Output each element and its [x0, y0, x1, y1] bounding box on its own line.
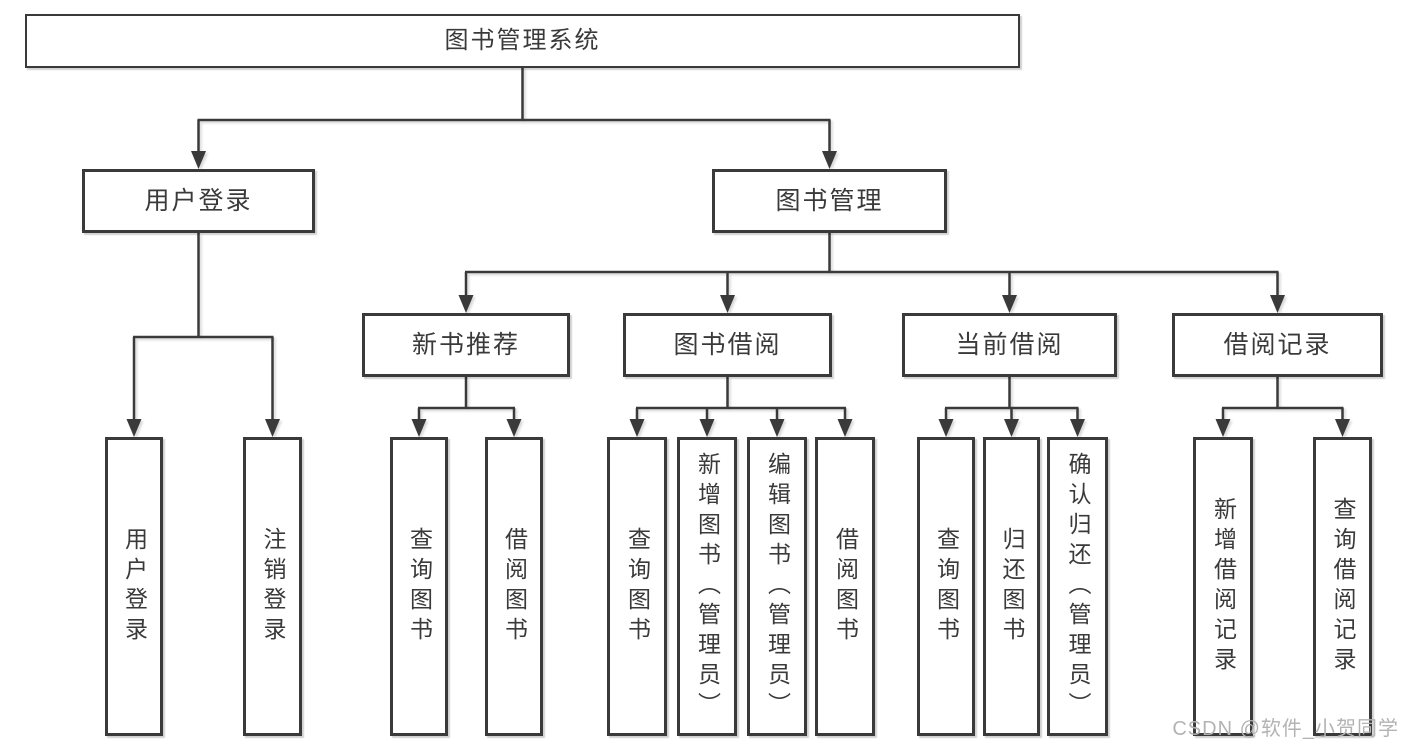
node-cb-query-book: 查询图书	[917, 437, 975, 736]
node-bb-edit-book-admin: 编辑图书（管理员）	[747, 437, 807, 736]
node-rec-query-book: 查询图书	[390, 437, 448, 736]
node-leaf-logout: 注销登录	[243, 437, 302, 736]
node-br-add-record: 新增借阅记录	[1193, 437, 1253, 736]
node-rec-borrow-book: 借阅图书	[485, 437, 543, 736]
node-book-management: 图书管理	[712, 169, 947, 233]
node-cb-return-book: 归还图书	[983, 437, 1040, 736]
node-bb-query-book: 查询图书	[607, 437, 667, 736]
node-current-borrowing: 当前借阅	[902, 313, 1117, 377]
node-library-management-system: 图书管理系统	[25, 14, 1020, 68]
node-br-query-record: 查询借阅记录	[1313, 437, 1372, 736]
node-bb-borrow-book: 借阅图书	[815, 437, 875, 736]
csdn-watermark: CSDN @软件_小贺同学	[1172, 718, 1399, 740]
node-borrowing-records: 借阅记录	[1172, 313, 1383, 377]
node-new-book-recommendation: 新书推荐	[362, 313, 570, 377]
node-book-borrowing: 图书借阅	[623, 313, 832, 377]
node-bb-add-book-admin: 新增图书（管理员）	[677, 437, 737, 736]
node-leaf-user-login: 用户登录	[105, 437, 163, 736]
node-cb-confirm-return-admin: 确认归还（管理员）	[1047, 437, 1108, 736]
node-user-login: 用户登录	[82, 169, 315, 233]
